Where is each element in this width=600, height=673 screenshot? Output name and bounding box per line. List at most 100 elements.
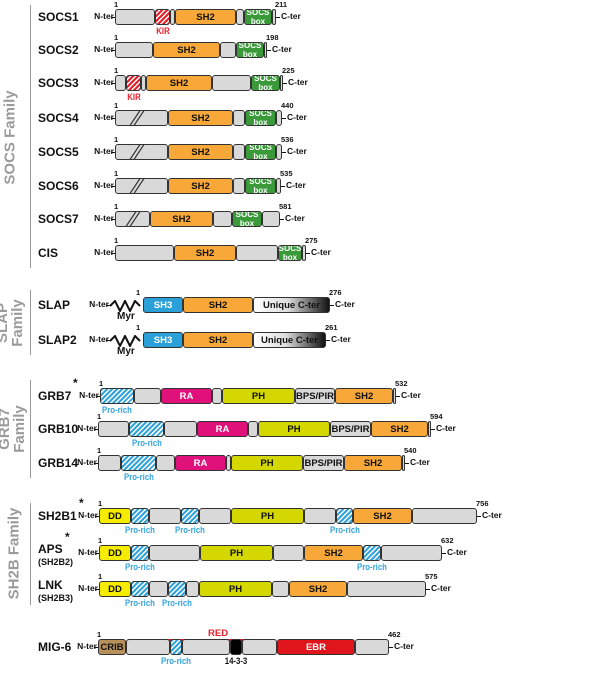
length-residue: 275 [305, 236, 318, 245]
c-terminus-label: C-ter [410, 457, 430, 467]
n-terminus-line [111, 253, 115, 254]
slap-family-label: SLAP Family [0, 299, 26, 347]
n-terminus-label: N-ter [77, 457, 97, 467]
domain-sh2: SH2 [183, 297, 253, 313]
length-residue: 440 [281, 101, 294, 110]
start-residue: 1 [99, 379, 104, 388]
c-terminus-line [477, 516, 481, 517]
protein-name: GRB14 [38, 456, 79, 470]
c-terminus-label: C-ter [447, 547, 467, 557]
domain-label: SH2 [373, 510, 392, 522]
domain-label: SOCS box [254, 75, 277, 91]
domain-annotation: Pro-rich [162, 598, 192, 609]
protein-name: GRB10 [38, 422, 79, 436]
domain-grey [115, 9, 155, 25]
domain-ebr: EBR [277, 639, 355, 655]
c-terminus-label: C-ter [285, 213, 305, 223]
domain-sh3: SH3 [143, 297, 183, 313]
domain-sh2: SH2 [371, 421, 428, 437]
significance-star: * [79, 496, 84, 510]
domain-grey [242, 639, 277, 655]
n-terminus-label: N-ter [77, 641, 97, 651]
domain-label: PH [287, 423, 301, 435]
domain-sh2: SH2 [183, 332, 253, 348]
c-terminus-line [330, 305, 334, 306]
domain-grey [134, 388, 161, 404]
domain-label: SH2 [354, 390, 374, 402]
start-residue: 1 [114, 236, 119, 245]
c-terminus-line [442, 553, 446, 554]
domain-ra: RA [161, 388, 212, 404]
c-terminus-line [282, 152, 286, 153]
c-terminus-line [282, 118, 286, 119]
domain-grey [276, 144, 282, 160]
n-terminus-label: N-ter [78, 583, 98, 593]
red-region-label: RED [208, 628, 229, 639]
domain-sh2: SH2 [289, 581, 347, 597]
start-residue: 1 [97, 630, 102, 639]
length-residue: 756 [476, 499, 489, 508]
protein-name: SOCS1 [38, 10, 79, 24]
domain-label: SH2 [169, 77, 189, 89]
domain-crib: CRIB [98, 639, 126, 655]
protein-name: SLAP2 [38, 333, 77, 347]
domain-label: RA [215, 423, 230, 435]
n-terminus-line [95, 553, 99, 554]
c-terminus-label: C-ter [287, 112, 307, 122]
domain-sh2: SH2 [304, 545, 363, 561]
protein-name: LNK [38, 578, 63, 592]
domain-label: PH [260, 510, 275, 522]
c-terminus-line [426, 589, 430, 590]
length-residue: 211 [275, 0, 288, 9]
c-terminus-line [326, 340, 330, 341]
c-terminus-line [405, 463, 409, 464]
length-residue: 581 [279, 202, 292, 211]
domain-grey [248, 421, 258, 437]
length-residue: 536 [281, 135, 294, 144]
start-residue: 1 [114, 101, 119, 110]
domain-ra: RA [197, 421, 248, 437]
domain-grey [402, 455, 405, 471]
domain-pro [336, 508, 353, 524]
domain-socs: SOCS box [236, 42, 264, 58]
domain-label: PH [228, 583, 243, 595]
n-terminus-line [96, 396, 100, 397]
socs-family-label: SOCS Family [1, 90, 19, 185]
domain-label: SOCS box [249, 178, 272, 194]
c-terminus-label: C-ter [482, 510, 502, 520]
start-residue: 1 [114, 66, 119, 75]
domain-dd: DD [99, 545, 131, 561]
start-residue: 1 [114, 33, 119, 42]
domain-annotation: Pro-rich [175, 525, 205, 536]
domain-label: DD [108, 510, 122, 522]
domain-sh2: SH2 [146, 75, 212, 91]
domain-grey [233, 178, 245, 194]
start-residue: 1 [136, 288, 141, 297]
n-terminus-label: N-ter [89, 334, 109, 344]
domain-grey [276, 110, 282, 126]
domain-label: PH [229, 547, 244, 559]
domain-pro [100, 388, 134, 404]
domain-grey [186, 581, 199, 597]
n-terminus-line [111, 83, 115, 84]
domain-label: SH2 [177, 44, 196, 56]
domain-sh2: SH2 [168, 110, 233, 126]
domain-grey [212, 388, 222, 404]
domain-pro [181, 508, 199, 524]
n-terminus-label: N-ter [94, 77, 114, 87]
domain-label: SH2 [324, 547, 343, 559]
n-terminus-label: N-ter [79, 390, 99, 400]
domain-grey [412, 508, 477, 524]
domain-grey [213, 211, 232, 227]
c-terminus-label: C-ter [431, 583, 451, 593]
truncation-slash-icon [129, 179, 145, 193]
n-terminus-label: N-ter [89, 299, 109, 309]
c-terminus-line [306, 253, 310, 254]
domain-grey [149, 545, 200, 561]
c-terminus-label: C-ter [287, 146, 307, 156]
domain-label: SH2 [195, 247, 215, 259]
domain-grey [164, 421, 197, 437]
protein-name: SOCS4 [38, 111, 79, 125]
domain-grey [233, 110, 245, 126]
domain-label: SOCS box [238, 42, 262, 58]
